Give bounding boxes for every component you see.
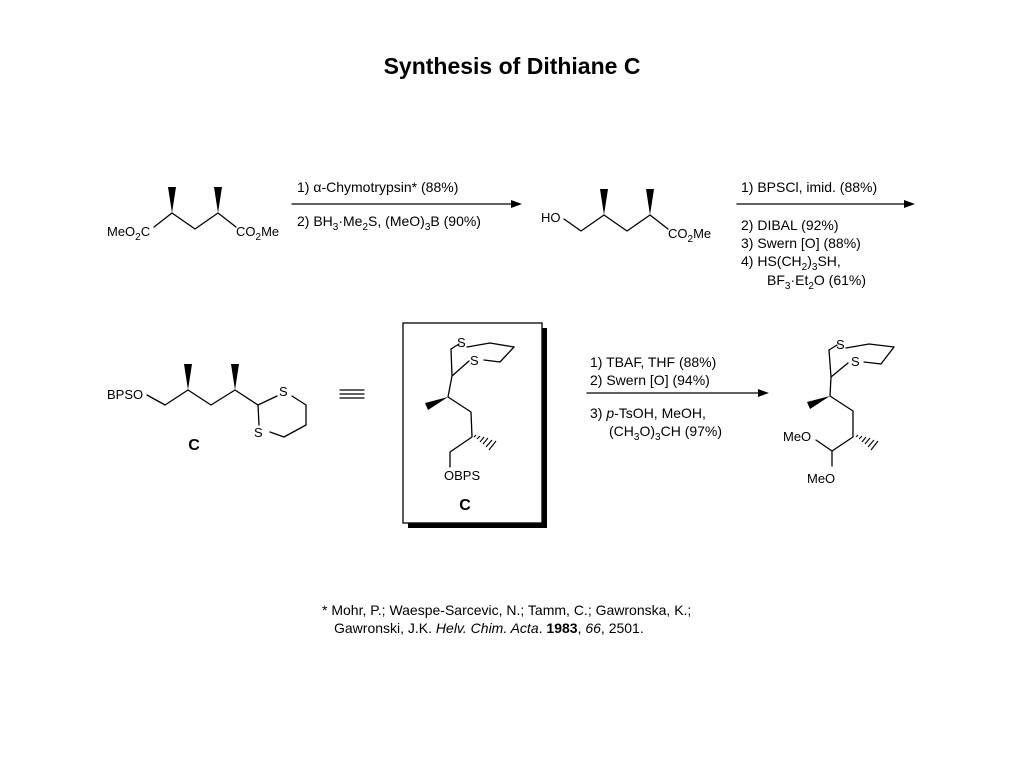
wedge-bond: [807, 396, 830, 409]
step1-conditions: 1) α-Chymotrypsin* (88%) 2) BH3·Me2S, (M…: [291, 179, 522, 233]
compound-label-c: C: [459, 497, 471, 514]
meo2c-label: MeO2C: [107, 224, 150, 243]
wedge-bond: [168, 187, 176, 213]
dimethyl-acetal-product: S S MeO MeO: [783, 337, 895, 486]
bpso-label: BPSO: [107, 387, 143, 402]
hashed-bond: [855, 434, 879, 451]
sulfur-label: S: [851, 354, 860, 369]
dithiane-c-zigzag: BPSO S S C: [107, 364, 307, 454]
sulfur-label: S: [279, 384, 288, 399]
co2me-label: CO2Me: [236, 224, 279, 243]
equivalence-symbol: [339, 389, 365, 399]
wedge-bond: [600, 189, 608, 215]
meo-label: MeO: [807, 471, 835, 486]
meo-label: MeO: [783, 429, 811, 444]
wedge-bond: [646, 189, 654, 215]
step3-line3: 3) p-TsOH, MeOH,: [590, 405, 706, 421]
wedge-bond: [184, 364, 192, 390]
sulfur-label: S: [836, 337, 845, 352]
page-title: Synthesis of Dithiane C: [384, 53, 641, 79]
co2me-label: CO2Me: [668, 226, 711, 245]
step3-conditions: 1) TBAF, THF (88%) 2) Swern [O] (94%) 3)…: [586, 354, 769, 443]
step2-line3: 3) Swern [O] (88%): [741, 235, 861, 251]
arrowhead: [904, 200, 915, 208]
reference-line2: Gawronski, J.K. Helv. Chim. Acta. 1983, …: [334, 620, 644, 636]
ho-label: HO: [541, 210, 561, 225]
step1-line2: 2) BH3·Me2S, (MeO)3B (90%): [297, 213, 481, 233]
footnote-reference: * Mohr, P.; Waespe-Sarcevic, N.; Tamm, C…: [322, 602, 691, 636]
diester-starting-material: MeO2C CO2Me: [107, 187, 279, 243]
compound-label-c: C: [188, 437, 200, 454]
step2-line1: 1) BPSCl, imid. (88%): [741, 179, 877, 195]
step2-line5: BF3·Et2O (61%): [767, 272, 866, 292]
box-frame: [402, 322, 543, 524]
wedge-bond: [425, 397, 448, 410]
step2-line2: 2) DIBAL (92%): [741, 217, 839, 233]
step3-line2: 2) Swern [O] (94%): [590, 372, 710, 388]
arrowhead: [758, 389, 769, 397]
obps-label: OBPS: [444, 468, 480, 483]
step2-conditions: 1) BPSCl, imid. (88%) 2) DIBAL (92%) 3) …: [736, 179, 915, 292]
sulfur-label: S: [254, 425, 263, 440]
boxed-compound-c: S S OBPS C: [402, 322, 547, 528]
step3-line1: 1) TBAF, THF (88%): [590, 354, 716, 370]
hydroxy-ester: HO CO2Me: [541, 189, 711, 245]
wedge-bond: [231, 364, 239, 390]
step2-line4: 4) HS(CH2)3SH,: [741, 253, 841, 273]
wedge-bond: [214, 187, 222, 213]
sulfur-label: S: [470, 353, 479, 368]
step3-line4: (CH3O)3CH (97%): [609, 423, 722, 443]
sulfur-label: S: [457, 335, 466, 350]
step1-line1: 1) α-Chymotrypsin* (88%): [297, 179, 458, 195]
arrowhead: [511, 200, 522, 208]
reference-line1: * Mohr, P.; Waespe-Sarcevic, N.; Tamm, C…: [322, 602, 691, 618]
hashed-bond: [473, 434, 497, 451]
